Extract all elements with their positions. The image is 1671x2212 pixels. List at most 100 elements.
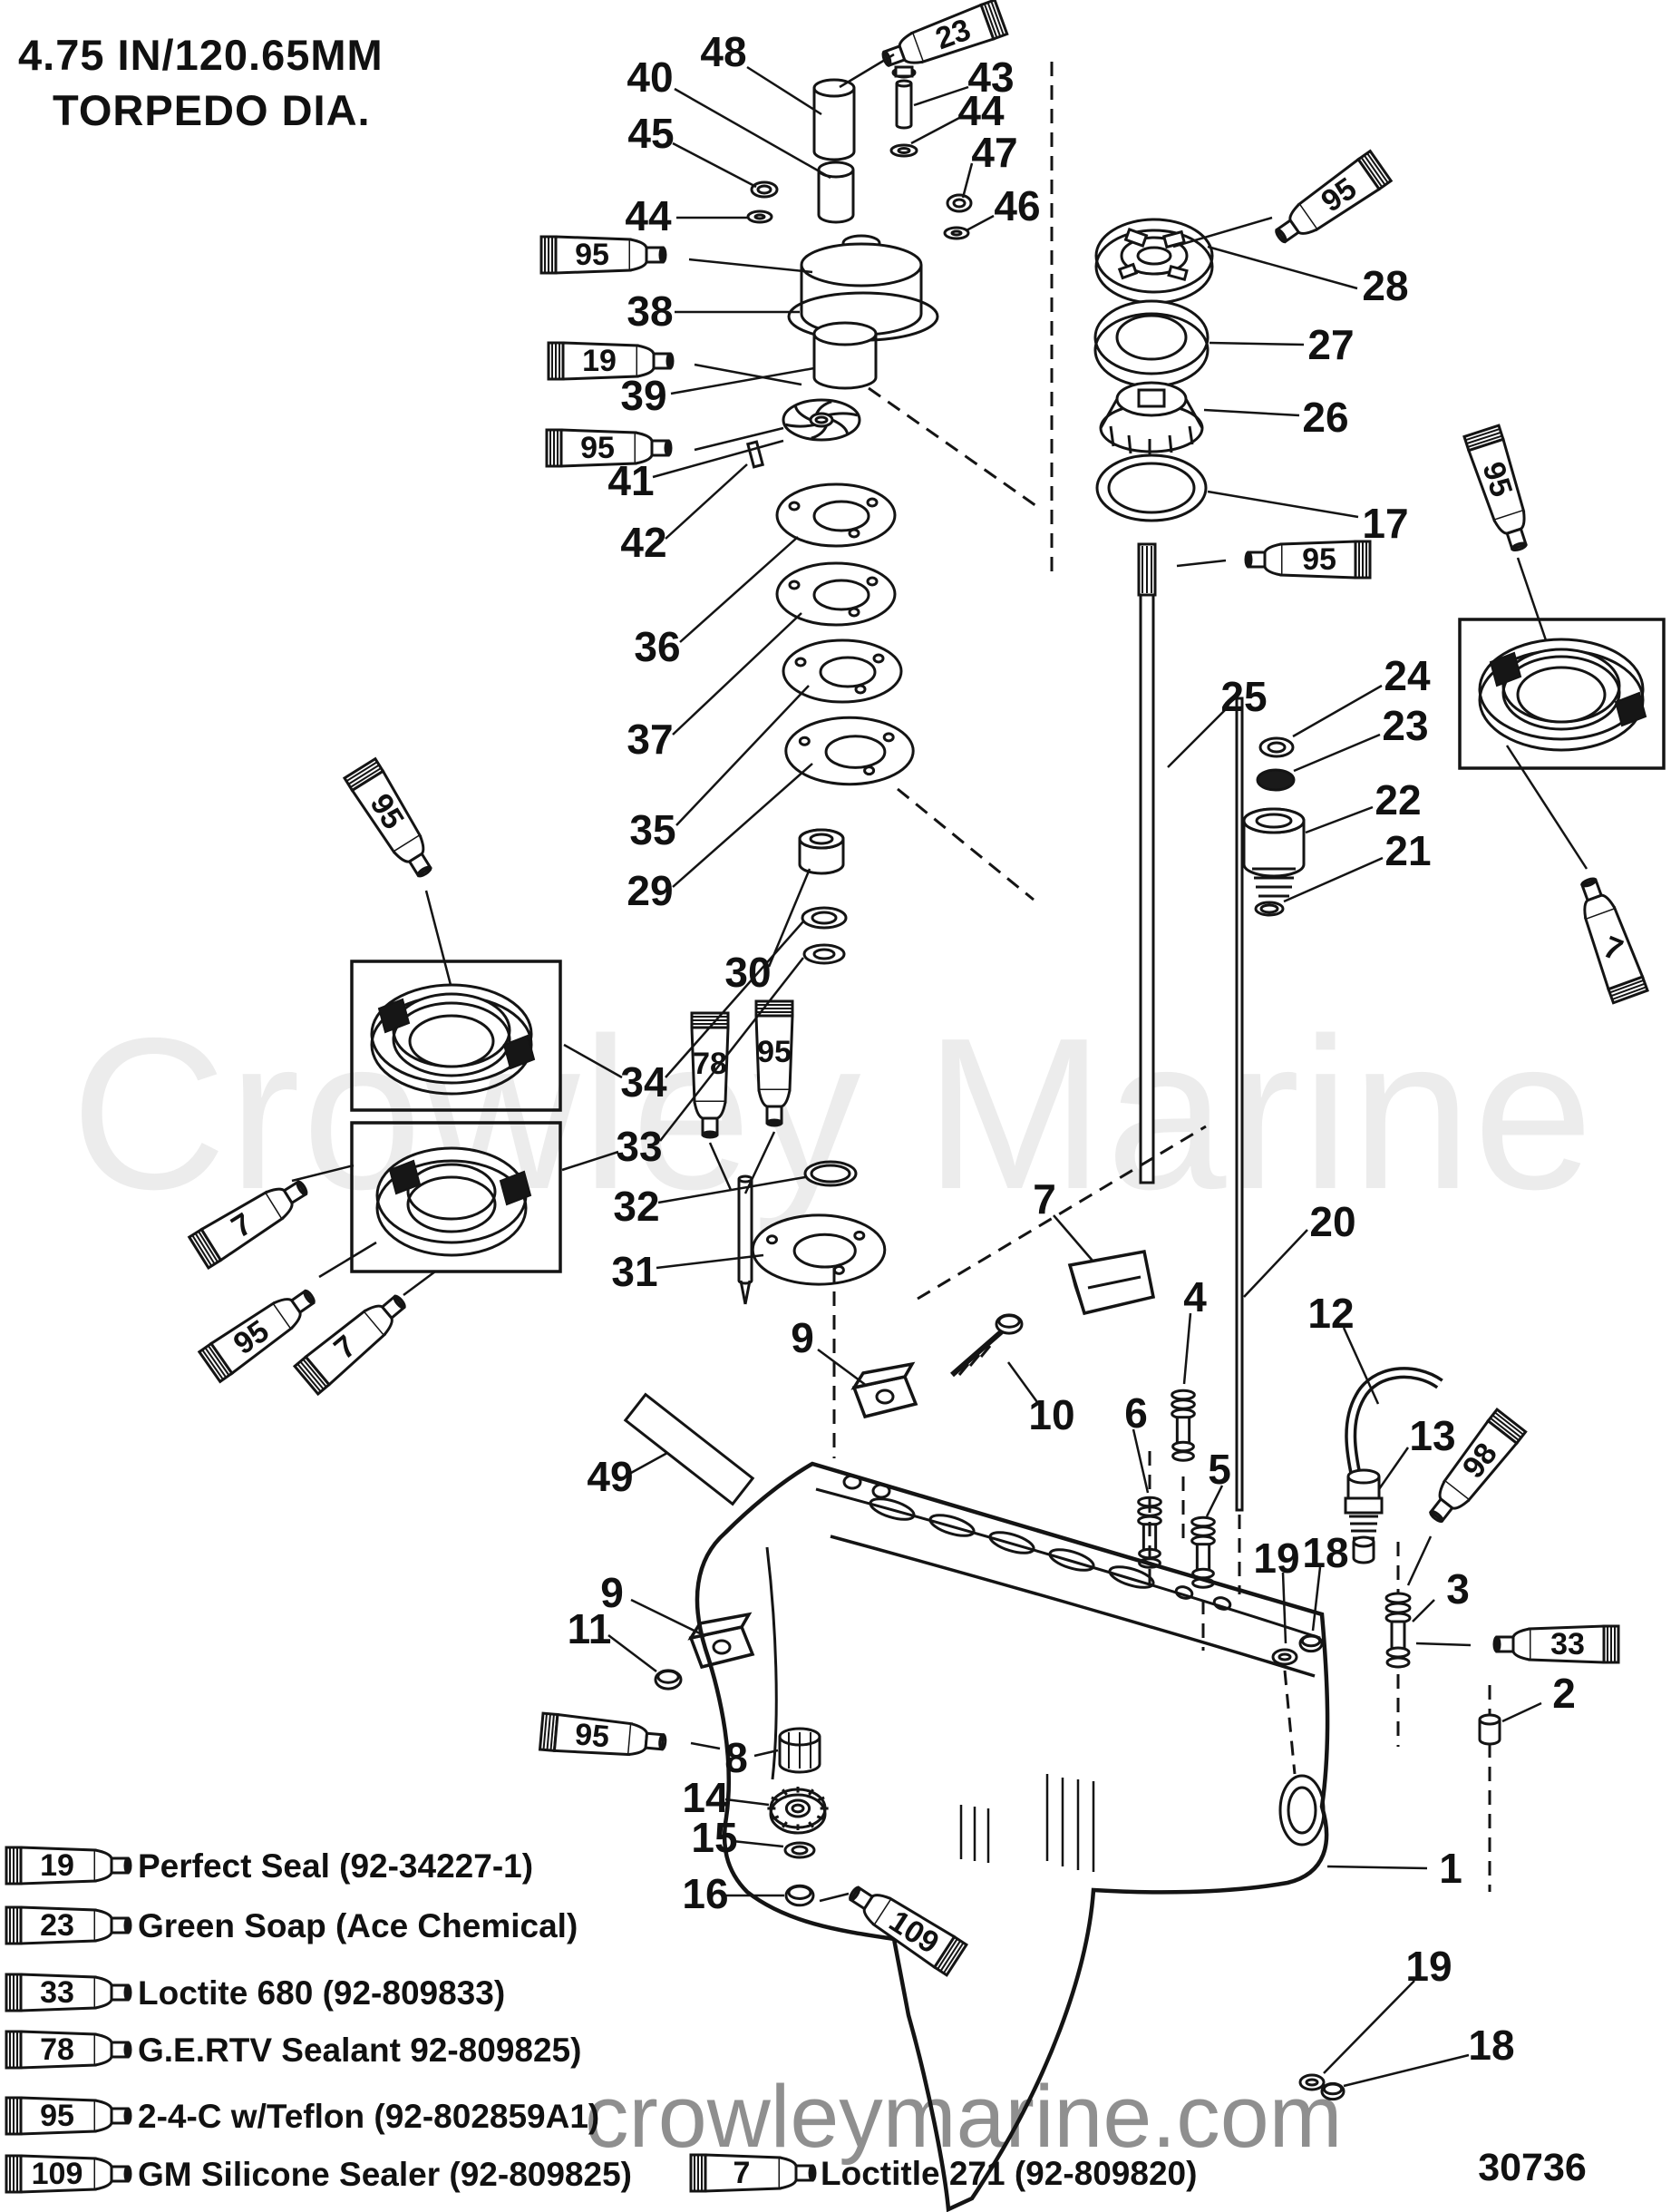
callout-13: 13 bbox=[1409, 1412, 1455, 1459]
callout-24: 24 bbox=[1384, 652, 1431, 699]
callout-22: 22 bbox=[1375, 776, 1421, 823]
sealant-tube-95-icon: 95 bbox=[545, 428, 673, 468]
callout-21: 21 bbox=[1384, 827, 1431, 874]
callout-37: 37 bbox=[627, 716, 673, 763]
sealant-tube-7-icon: 7 bbox=[1579, 877, 1649, 1005]
sealant-tube-78-icon: 78 bbox=[690, 1011, 730, 1139]
callout-4: 4 bbox=[1183, 1273, 1207, 1320]
sealant-tube-33-icon: 33 bbox=[1492, 1624, 1620, 1664]
callout-9: 9 bbox=[600, 1569, 624, 1616]
sealant-code: 95 bbox=[575, 238, 609, 272]
legend-tube-78-icon: 78 bbox=[5, 2030, 132, 2070]
drawing-number: 30736 bbox=[1478, 2146, 1587, 2189]
callout-34: 34 bbox=[620, 1058, 667, 1106]
legend-tube-19-icon: 19 bbox=[5, 1846, 132, 1886]
callout-8: 8 bbox=[724, 1734, 748, 1781]
callout-10: 10 bbox=[1028, 1391, 1074, 1438]
legend-label: 2-4-C w/Teflon (92-802859A1) bbox=[138, 2098, 599, 2135]
callout-6: 6 bbox=[1124, 1389, 1148, 1437]
diagram-title-line1: 4.75 IN/120.65MM bbox=[18, 31, 384, 79]
callout-47: 47 bbox=[971, 129, 1017, 176]
callout-44: 44 bbox=[957, 87, 1005, 134]
sealant-tube-95-icon: 95 bbox=[538, 1711, 667, 1757]
callout-41: 41 bbox=[607, 457, 654, 504]
callout-48: 48 bbox=[700, 28, 746, 75]
legend-tube-33-icon: 33 bbox=[5, 1973, 132, 2012]
sealant-code: 33 bbox=[1550, 1627, 1585, 1661]
callout-25: 25 bbox=[1220, 673, 1267, 720]
sealant-tube-19-icon: 19 bbox=[547, 341, 675, 381]
sealant-tube-95-icon: 95 bbox=[539, 235, 667, 275]
legend-label: Loctite 680 (92-809833) bbox=[138, 1974, 505, 2012]
callout-20: 20 bbox=[1309, 1198, 1355, 1245]
callout-2: 2 bbox=[1552, 1670, 1576, 1717]
callout-16: 16 bbox=[682, 1870, 728, 1917]
callout-5: 5 bbox=[1208, 1446, 1231, 1493]
sealant-code: 95 bbox=[574, 1717, 611, 1754]
callout-31: 31 bbox=[611, 1248, 657, 1295]
sealant-tube-23-icon: 23 bbox=[881, 0, 1009, 68]
sealant-code: 19 bbox=[40, 1848, 74, 1883]
callout-29: 29 bbox=[627, 867, 673, 914]
sealant-code: 95 bbox=[40, 2099, 74, 2133]
callout-19: 19 bbox=[1405, 1943, 1452, 1990]
sealant-code: 95 bbox=[757, 1035, 792, 1069]
sealant-tube-95-icon: 95 bbox=[342, 756, 432, 878]
callout-33: 33 bbox=[616, 1123, 662, 1170]
callout-3: 3 bbox=[1446, 1565, 1470, 1613]
sealant-tube-7-icon: 7 bbox=[187, 1180, 308, 1271]
callout-30: 30 bbox=[724, 949, 771, 996]
callout-38: 38 bbox=[627, 287, 673, 335]
callout-35: 35 bbox=[629, 806, 675, 853]
callout-49: 49 bbox=[587, 1453, 633, 1500]
sealant-code: 78 bbox=[40, 2032, 74, 2067]
legend-tube-109-icon: 109 bbox=[5, 2154, 132, 2194]
callout-18: 18 bbox=[1302, 1529, 1348, 1576]
legend-row-78: 78 G.E.RTV Sealant 92-809825) bbox=[5, 2030, 581, 2070]
callout-42: 42 bbox=[620, 519, 666, 566]
callout-26: 26 bbox=[1302, 394, 1348, 441]
legend-tube-7-icon: 7 bbox=[689, 2153, 817, 2193]
sealant-tube-95-icon: 95 bbox=[1275, 149, 1394, 244]
diagram-title-line2: TORPEDO DIA. bbox=[53, 86, 371, 135]
callout-43: 43 bbox=[967, 54, 1014, 101]
legend-tube-23-icon: 23 bbox=[5, 1905, 132, 1945]
callout-36: 36 bbox=[634, 623, 680, 670]
sealant-tube-95-icon: 95 bbox=[1244, 540, 1372, 580]
callout-18: 18 bbox=[1468, 2022, 1514, 2069]
sealant-tube-95-icon: 95 bbox=[1462, 424, 1528, 552]
callout-7: 7 bbox=[1033, 1175, 1056, 1223]
callout-14: 14 bbox=[682, 1774, 729, 1821]
callout-17: 17 bbox=[1362, 500, 1408, 547]
callout-11: 11 bbox=[568, 1605, 612, 1652]
callout-28: 28 bbox=[1362, 262, 1408, 309]
callout-45: 45 bbox=[627, 110, 674, 157]
legend-footer-label: Loctitle 271 (92-809820) bbox=[821, 2155, 1197, 2192]
sealant-tube-109-icon: 109 bbox=[849, 1886, 968, 1977]
sealant-code: 33 bbox=[40, 1975, 74, 2010]
sealant-tube-95-icon: 95 bbox=[754, 999, 794, 1127]
diagram-title: 4.75 IN/120.65MM TORPEDO DIA. bbox=[18, 27, 384, 138]
callout-44: 44 bbox=[625, 192, 672, 239]
legend-label: G.E.RTV Sealant 92-809825) bbox=[138, 2032, 581, 2069]
callout-27: 27 bbox=[1307, 321, 1354, 368]
callout-19: 19 bbox=[1253, 1535, 1299, 1582]
legend-row-95: 95 2-4-C w/Teflon (92-802859A1) bbox=[5, 2096, 599, 2136]
legend-tube-95-icon: 95 bbox=[5, 2096, 132, 2136]
callout-40: 40 bbox=[627, 54, 673, 101]
callout-15: 15 bbox=[691, 1814, 737, 1861]
legend-footer-row: 7 Loctitle 271 (92-809820) bbox=[689, 2153, 1197, 2193]
callout-46: 46 bbox=[994, 182, 1040, 229]
sealant-code: 95 bbox=[1302, 542, 1336, 577]
watermark-site-url: crowleymarine.com bbox=[585, 2067, 1343, 2166]
sealant-code: 109 bbox=[32, 2157, 83, 2191]
sealant-code: 7 bbox=[733, 2156, 751, 2190]
sealant-code: 95 bbox=[580, 431, 615, 465]
callout-39: 39 bbox=[620, 372, 666, 419]
